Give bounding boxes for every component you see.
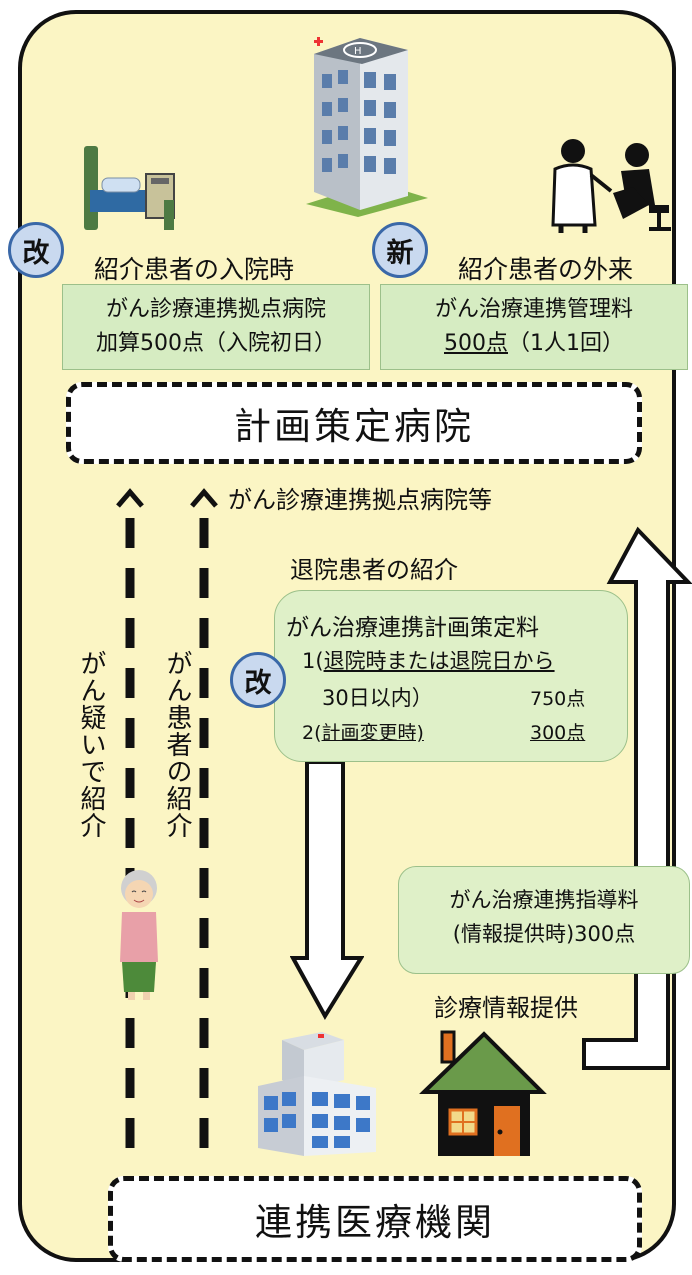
partner-institution-label: 連携医療機関 [255, 1201, 495, 1244]
outpatient-fee-box: がん治療連携管理料 500点（1人1回） [380, 284, 688, 370]
outpatient-heading: 紹介患者の外来 [458, 255, 634, 284]
info-provision-up-arrow [582, 526, 692, 1070]
planning-hospital-label: 計画策定病院 [234, 405, 474, 448]
cancer-patient-referral-label: がん患者の紹介 [162, 650, 192, 839]
patient-referral-chevron [190, 488, 218, 508]
suspected-referral-chevron [116, 488, 144, 508]
planning-hospital-sublabel: がん診療連携拠点病院等 [228, 486, 492, 514]
elderly-woman-icon [120, 870, 158, 1000]
guidance-fee-line1: がん治療連携指導料 [449, 888, 639, 912]
discharge-fee-title: がん治療連携計画策定料 [286, 615, 539, 641]
discharge-planning-fee-box [274, 590, 628, 762]
admission-fee-box: がん診療連携拠点病院 加算500点（入院初日） [62, 284, 370, 370]
doctor-patient-icon [551, 139, 671, 233]
discharge-item2-points: 300点 [530, 722, 586, 744]
clinic-building-icon [258, 1032, 376, 1156]
discharge-item2-condition: 計画変更時) [321, 722, 424, 744]
discharge-item1-condition: 退院時または退院日から [323, 649, 555, 673]
guidance-fee-line2: (情報提供時)300点 [452, 922, 636, 946]
revised-badge-admission: 改 [8, 222, 64, 278]
admission-fee-line2: 加算500点（入院初日） [96, 331, 336, 356]
outpatient-fee-line1: がん治療連携管理料 [434, 297, 633, 322]
new-badge-outpatient: 新 [372, 222, 428, 278]
hospital-bed-icon [84, 146, 175, 230]
referral-arrows [116, 488, 218, 1168]
suspected-cancer-referral-label: がん疑いで紹介 [76, 650, 106, 839]
outpatient-fee-suffix: （1人1回） [508, 331, 624, 356]
info-provision-label: 診療情報提供 [434, 994, 578, 1022]
house-icon [419, 1030, 547, 1156]
discharge-heading: 退院患者の紹介 [290, 556, 458, 584]
discharge-down-arrow [290, 762, 364, 1020]
revised-badge-discharge: 改 [230, 652, 286, 708]
guidance-fee-box: がん治療連携指導料 (情報提供時)300点 [398, 866, 690, 974]
discharge-item1-prefix: 1( [302, 649, 324, 673]
admission-heading: 紹介患者の入院時 [94, 255, 295, 284]
admission-fee-line1: がん診療連携拠点病院 [105, 297, 326, 322]
discharge-item1-line2: 30日以内） [322, 686, 433, 710]
discharge-item1-points: 750点 [530, 688, 586, 710]
planning-hospital-box: 計画策定病院 [66, 382, 642, 464]
hospital-building-icon: H [306, 37, 428, 217]
partner-institution-box: 連携医療機関 [108, 1176, 642, 1262]
outpatient-fee-points: 500点 [444, 331, 508, 356]
discharge-item2-prefix: 2( [302, 722, 322, 744]
svg-text:H: H [354, 46, 362, 57]
